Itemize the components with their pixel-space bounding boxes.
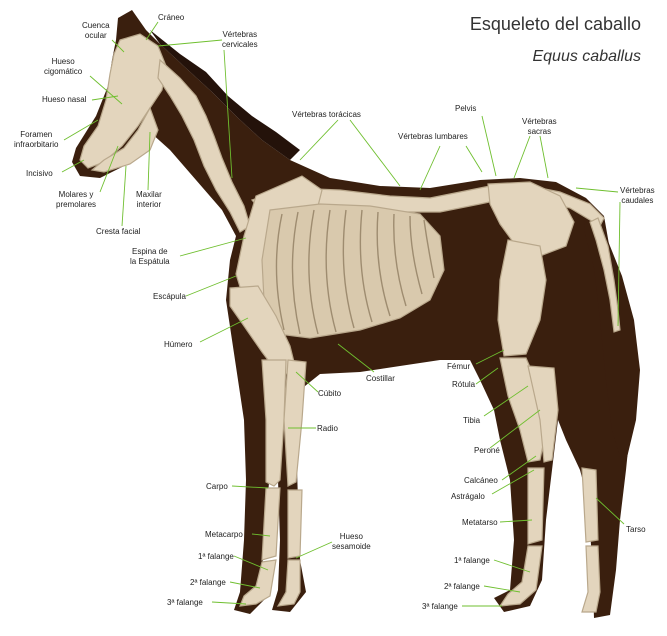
label-craneo: Cráneo: [158, 13, 184, 23]
label-rotula: Rótula: [452, 380, 475, 390]
label-molares-premolares: Molares y premolares: [56, 190, 96, 210]
label-humero: Húmero: [164, 340, 192, 350]
label-carpo: Carpo: [206, 482, 228, 492]
diagram-subtitle: Equus caballus: [532, 48, 641, 66]
label-cuenca-ocular: Cuenca ocular: [82, 21, 110, 41]
label-vertebras-lumbares: Vértebras lumbares: [398, 132, 468, 142]
label-femur: Fémur: [447, 362, 470, 372]
label-tarso: Tarso: [626, 525, 646, 535]
label-hueso-nasal: Hueso nasal: [42, 95, 86, 105]
label-metatarso: Metatarso: [462, 518, 498, 528]
metacarpus-right: [288, 490, 302, 558]
label-cubito: Cúbito: [318, 389, 341, 399]
label-espina-escapula: Espina de la Espátula: [130, 247, 170, 267]
label-calcaneo: Calcáneo: [464, 476, 498, 486]
label-vertebras-sacras: Vértebras sacras: [522, 117, 557, 137]
label-3a-falange-trasera: 3ª falange: [422, 602, 458, 612]
label-foramen-infraorbitario: Foramen infraorbitario: [14, 130, 58, 150]
label-3a-falange-delantera: 3ª falange: [167, 598, 203, 608]
hind-phalanges-right: [582, 546, 600, 612]
label-1a-falange-delantera: 1ª falange: [198, 552, 234, 562]
label-vertebras-toracicas: Vértebras torácicas: [292, 110, 361, 120]
metatarsus-left: [528, 468, 544, 544]
label-vertebras-caudales: Vértebras caudales: [620, 186, 655, 206]
label-metacarpo: Metacarpo: [205, 530, 243, 540]
label-pelvis: Pelvis: [455, 104, 476, 114]
label-tibia: Tibia: [463, 416, 480, 426]
label-perone: Peroné: [474, 446, 500, 456]
label-cresta-facial: Cresta facial: [96, 227, 140, 237]
label-maxilar-interior: Maxilar interior: [136, 190, 162, 210]
label-astragalo: Astrágalo: [451, 492, 485, 502]
label-1a-falange-trasera: 1ª falange: [454, 556, 490, 566]
diagram-title: Esqueleto del caballo: [470, 14, 641, 35]
radius-right: [284, 360, 306, 486]
label-costillar: Costillar: [366, 374, 395, 384]
metatarsus-right: [582, 468, 598, 542]
label-2a-falange-delantera: 2ª falange: [190, 578, 226, 588]
label-hueso-sesamoide: Hueso sesamoide: [332, 532, 371, 552]
label-2a-falange-trasera: 2ª falange: [444, 582, 480, 592]
label-hueso-cigomatico: Hueso cigomático: [44, 57, 82, 77]
label-vertebras-cervicales: Vértebras cervicales: [222, 30, 258, 50]
label-incisivo: Incisivo: [26, 169, 53, 179]
label-radio: Radio: [317, 424, 338, 434]
label-escapula: Escápula: [153, 292, 186, 302]
